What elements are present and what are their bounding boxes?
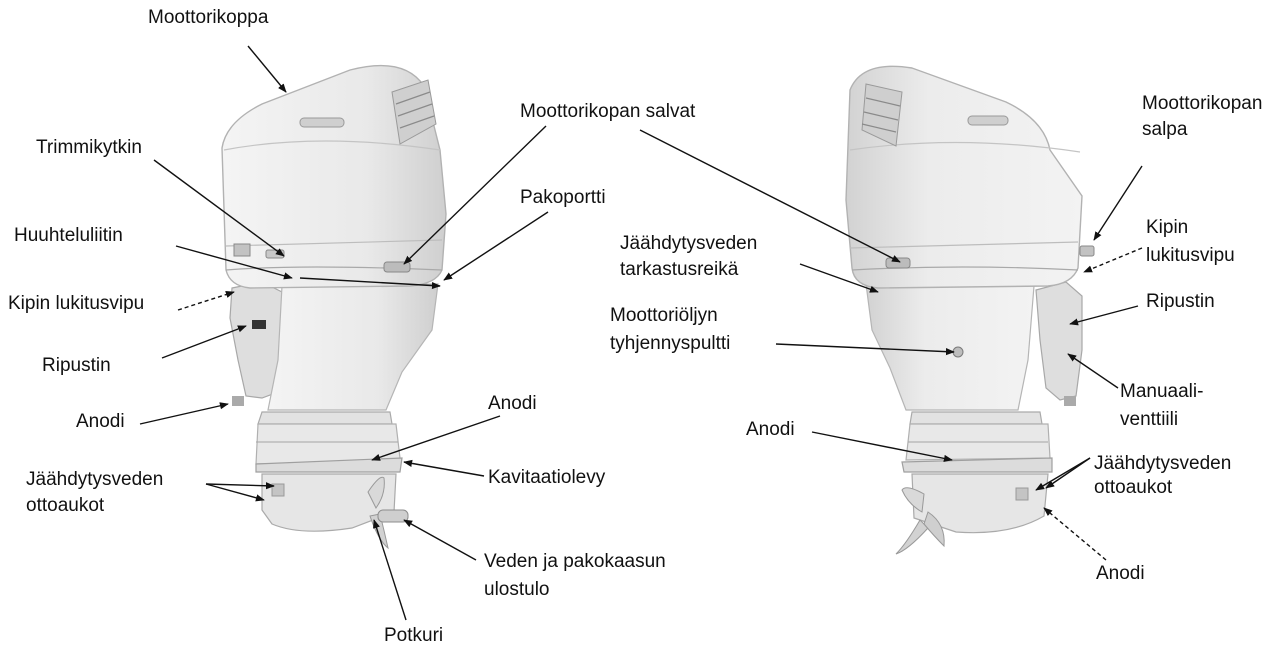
label-tarkastusreika-line2: tarkastusreikä [620, 258, 738, 281]
callout-arrow-potkuri [374, 520, 406, 620]
label-jaahdytysveden-ottoaukot-right-line2: ottoaukot [1094, 476, 1172, 499]
label-moottorikopan-salvat: Moottorikopan salvat [520, 100, 695, 123]
callout-arrow-ulostulo [404, 520, 476, 560]
label-potkuri: Potkuri [384, 624, 443, 647]
label-veden-ja-pakokaasun-line1: Veden ja pakokaasun [484, 550, 666, 573]
label-moottorikoppa: Moottorikoppa [148, 6, 268, 29]
label-anodi-lower: Anodi [488, 392, 537, 415]
outboard-motor-left-icon [222, 66, 446, 548]
label-kavitaatiolevy: Kavitaatiolevy [488, 466, 605, 489]
callout-arrow-ottoaukot-a [206, 484, 264, 500]
label-jaahdytysveden-ottoaukot-line1: Jäähdytysveden [26, 468, 163, 491]
label-jaahdytysveden-ottoaukot-right-line1: Jäähdytysveden [1094, 452, 1231, 475]
label-oljyn-tyhjennys-line1: Moottoriöljyn [610, 304, 718, 327]
callout-arrow-kipin-lukitusvipu [178, 292, 234, 310]
label-kopan-salpa-line1: Moottorikopan [1142, 92, 1262, 115]
label-veden-ja-pakokaasun-line2: ulostulo [484, 578, 550, 601]
callout-arrow-anodi [140, 404, 228, 424]
label-huuhteluliitin: Huuhteluliitin [14, 224, 123, 247]
callout-arrow-kopan-salpa [1094, 166, 1142, 240]
label-ripustin: Ripustin [42, 354, 111, 377]
label-anodi-right: Anodi [746, 418, 795, 441]
callout-arrow-kavitaatiolevy [404, 462, 484, 476]
label-anodi-lower-right: Anodi [1096, 562, 1145, 585]
label-ripustin-right: Ripustin [1146, 290, 1215, 313]
callout-arrow-pakoportti [444, 212, 548, 280]
label-anodi: Anodi [76, 410, 125, 433]
label-pakoportti: Pakoportti [520, 186, 606, 209]
label-kipin-lukitusvipu: Kipin lukitusvipu [8, 292, 144, 315]
label-kipin-lukitusvipu-right-line2: lukitusvipu [1146, 244, 1235, 267]
label-tarkastusreika-line1: Jäähdytysveden [620, 232, 757, 255]
label-kipin-lukitusvipu-right-line1: Kipin [1146, 216, 1188, 239]
callout-arrow-anodi-lower-right [1044, 508, 1106, 560]
label-kopan-salpa-line2: salpa [1142, 118, 1187, 141]
label-trimmikytkin: Trimmikytkin [36, 136, 142, 159]
label-manuaaliventtiili-line1: Manuaali- [1120, 380, 1203, 403]
label-oljyn-tyhjennys-line2: tyhjennyspultti [610, 332, 730, 355]
label-manuaaliventtiili-line2: venttiili [1120, 408, 1178, 431]
callout-arrow-moottorikoppa [248, 46, 286, 92]
label-jaahdytysveden-ottoaukot-line2: ottoaukot [26, 494, 104, 517]
callout-arrow-ripustin [162, 326, 246, 358]
hanger-mark [252, 320, 266, 329]
